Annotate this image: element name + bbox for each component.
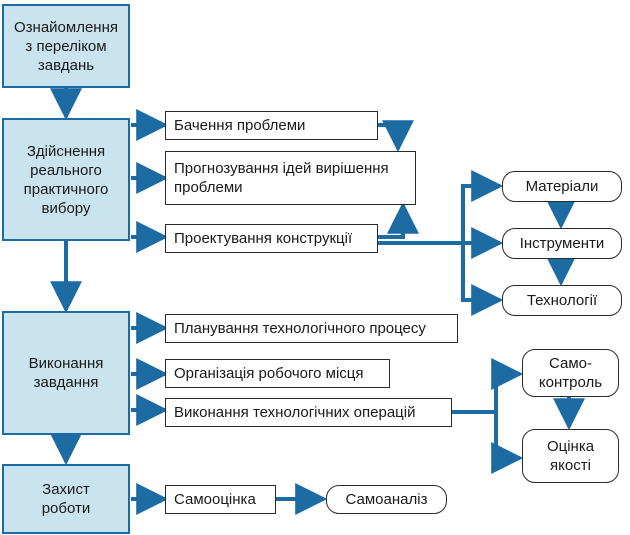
stage-task-execution: Виконання завдання bbox=[2, 311, 130, 435]
oval-materials: Матеріали bbox=[502, 171, 622, 202]
oval-self-control: Само- контроль bbox=[522, 349, 619, 397]
step-process-planning: Планування технологічного процесу bbox=[165, 314, 458, 343]
step-problem-vision: Бачення проблеми bbox=[165, 111, 378, 140]
oval-tools: Інструменти bbox=[502, 228, 622, 259]
stage-practical-choice: Здійснення реального практичного вибору bbox=[2, 118, 130, 241]
step-technological-operations: Виконання технологічних операцій bbox=[165, 398, 452, 427]
step-forecasting-ideas: Прогнозування ідей вирішення проблеми bbox=[165, 151, 416, 205]
oval-quality-assessment: Оцінка якості bbox=[522, 429, 619, 483]
stage-defense: Захист роботи bbox=[2, 464, 130, 534]
oval-technologies: Технології bbox=[502, 285, 622, 316]
step-workplace-organization: Організація робочого місця bbox=[165, 359, 390, 388]
stage-familiarization: Ознайомлення з переліком завдань bbox=[2, 4, 130, 88]
step-self-evaluation: Самооцінка bbox=[165, 485, 276, 514]
step-construction-design: Проектування конструкції bbox=[165, 224, 378, 253]
oval-self-analysis: Самоаналіз bbox=[326, 485, 447, 514]
